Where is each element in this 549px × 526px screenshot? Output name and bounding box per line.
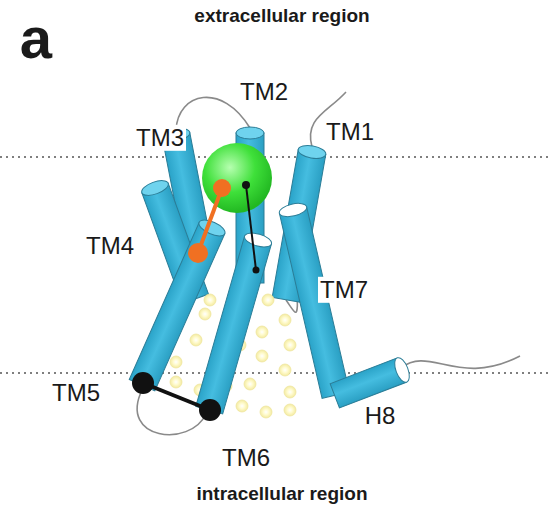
- panel-letter: a: [18, 6, 54, 70]
- region-label: intracellular region: [194, 484, 369, 505]
- helix-label: TM4: [84, 233, 136, 259]
- membrane-line: [0, 156, 549, 158]
- ligand-sphere: [202, 143, 272, 213]
- helix-label: TM2: [238, 79, 290, 105]
- tm5-tm6-distance: [132, 372, 221, 421]
- helix-tm5: [129, 217, 227, 391]
- helix-h8: [330, 356, 412, 408]
- orange-distance: [188, 179, 231, 263]
- helix-label: TM7: [318, 277, 370, 303]
- helix-label: TM1: [324, 119, 376, 145]
- helix-label: TM3: [134, 125, 186, 151]
- region-label: extracellular region: [192, 6, 371, 27]
- helix-label: TM5: [50, 380, 102, 406]
- helix-label: H8: [363, 403, 398, 429]
- helix-label: TM6: [220, 445, 272, 471]
- membrane-line: [0, 372, 549, 374]
- black-distance: [242, 181, 260, 274]
